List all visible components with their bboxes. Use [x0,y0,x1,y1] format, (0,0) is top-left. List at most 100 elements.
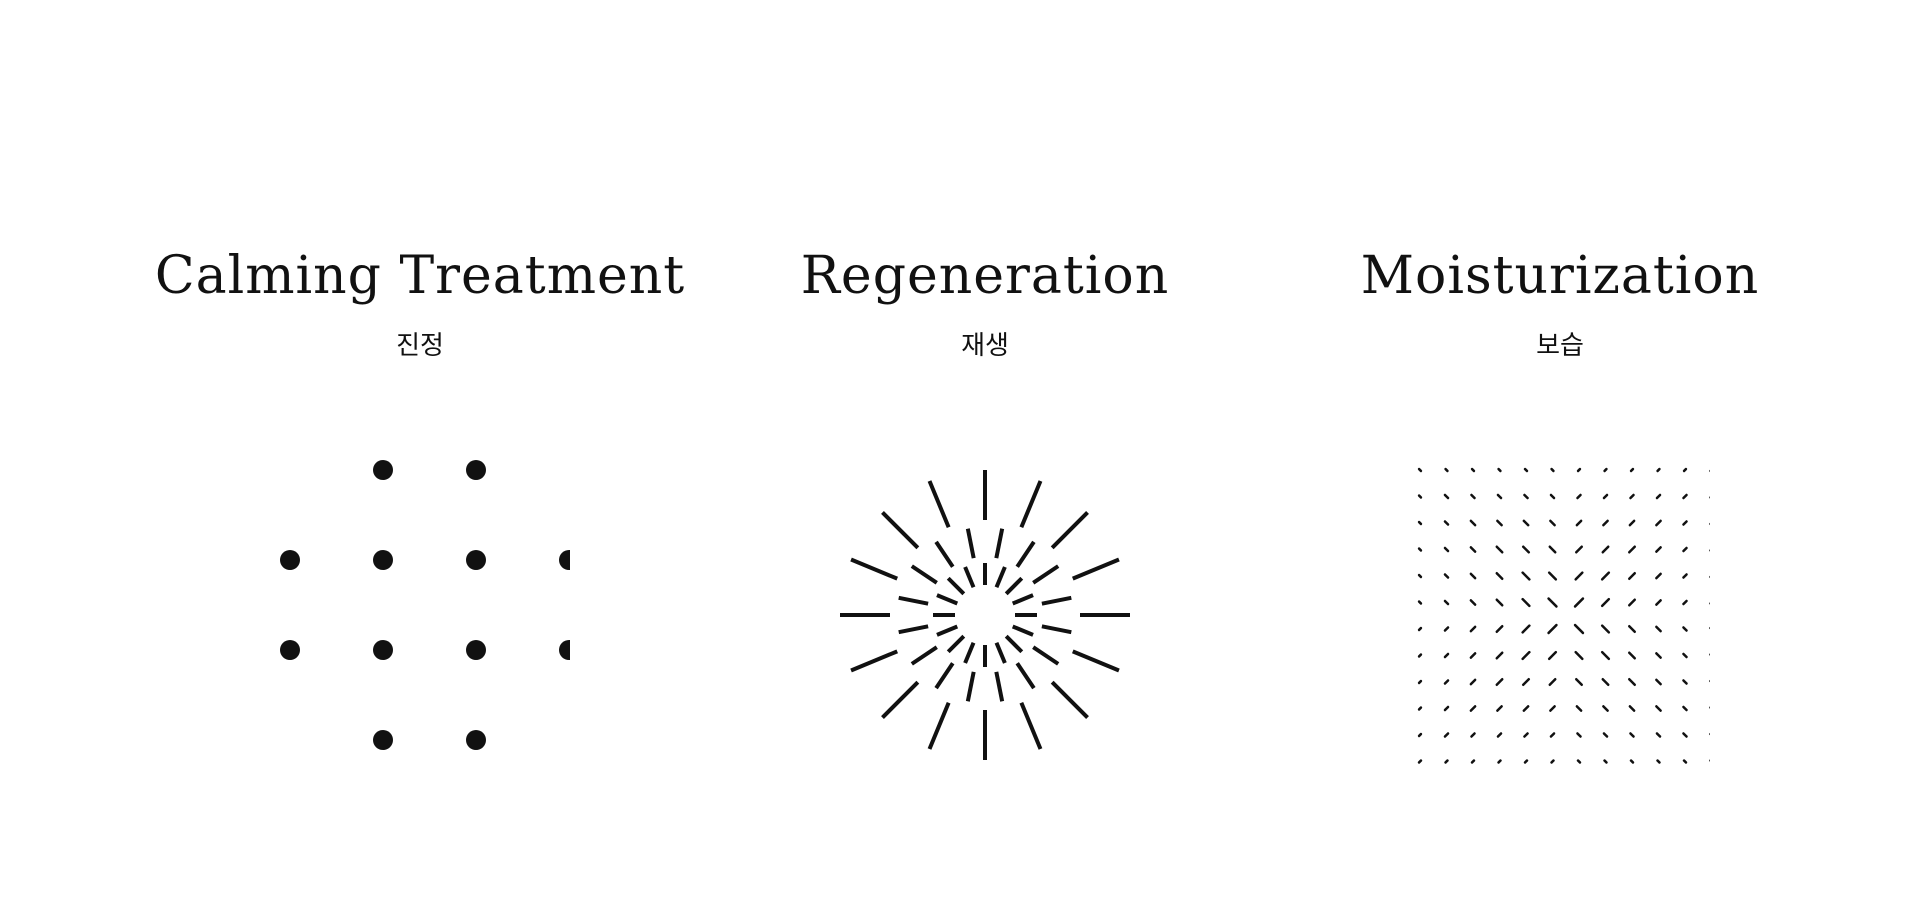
ray [1015,662,1036,690]
dash [1575,705,1583,712]
dash [1470,467,1476,473]
dash [1682,679,1688,685]
ray [963,641,976,664]
ray [994,671,1005,702]
feature-moisturization: Moisturization 보습 [1260,0,1860,914]
dash [1469,546,1477,553]
line-field-icon [1410,440,1710,780]
ray [994,566,1007,589]
dash [1495,572,1504,580]
dash [1575,545,1583,554]
ray [1011,624,1034,637]
dot [466,460,486,480]
dash [1522,519,1530,527]
dash [1655,705,1662,712]
dash [1655,572,1662,580]
dash [1549,519,1556,527]
dash [1547,571,1558,581]
dash [1655,625,1662,633]
dash [1629,732,1635,738]
dash [1444,759,1449,764]
dash [1574,650,1584,661]
ray [1032,645,1060,666]
dash [1417,547,1423,552]
dash [1521,650,1531,661]
ray [927,480,951,528]
dash [1682,546,1688,553]
dash [1469,652,1477,659]
dash [1496,493,1503,500]
dot [466,550,486,570]
radial-burst-icon-svg [840,470,1130,760]
dash [1469,519,1477,527]
dash [1495,625,1504,633]
dash [1682,573,1688,579]
dash [1655,493,1662,500]
feature-title: Moisturization [1360,246,1760,306]
dash [1523,493,1529,500]
ray [965,671,976,702]
dash [1496,732,1503,738]
dash [1602,732,1609,738]
feature-subtitle: 재생 [961,331,1009,361]
dash [1601,678,1610,686]
dash [1575,678,1583,686]
dash [1443,546,1450,553]
dash [1603,759,1608,764]
dash [1548,545,1557,554]
ray [1041,624,1072,635]
dash [1576,467,1582,473]
ray [881,511,920,550]
dash [1655,652,1662,659]
ray [934,540,955,568]
dash [1682,626,1688,632]
dash [1628,678,1636,686]
ray [1019,480,1043,528]
dot [280,550,300,570]
dash [1655,546,1662,553]
dash [1573,597,1585,608]
ray [965,528,976,559]
dash [1600,597,1611,608]
ray [898,595,929,606]
dash [1523,759,1529,764]
dash [1495,651,1504,660]
dash [1602,493,1609,500]
feature-title: Regeneration [800,246,1170,306]
dash [1628,572,1636,580]
dash [1417,732,1423,738]
dash [1523,732,1529,738]
dash [1469,572,1477,580]
ray [1050,511,1089,550]
dash [1576,759,1582,764]
dash [1628,519,1636,527]
ray [994,528,1005,559]
dash [1628,598,1636,607]
dash [1575,519,1583,527]
dash [1602,519,1609,527]
dash [1602,705,1609,712]
dash [1417,653,1423,658]
dash [1601,545,1610,554]
dash [1656,759,1661,764]
ray [1032,564,1060,585]
dash [1469,678,1477,686]
dash [1522,678,1530,686]
dash [1573,623,1585,635]
dash [1682,467,1688,473]
dash [1600,650,1611,661]
dash [1417,759,1423,764]
feature-subtitle: 보습 [1536,331,1584,361]
dash [1600,571,1611,581]
line-field-icon-svg [1417,467,1710,764]
dash [1655,678,1662,686]
ray [1041,595,1072,606]
dash [1470,759,1476,764]
dash [1629,759,1635,764]
dash [1443,732,1450,738]
ray [910,564,938,585]
ray [898,624,929,635]
dash [1547,623,1558,635]
ray [1015,540,1036,568]
